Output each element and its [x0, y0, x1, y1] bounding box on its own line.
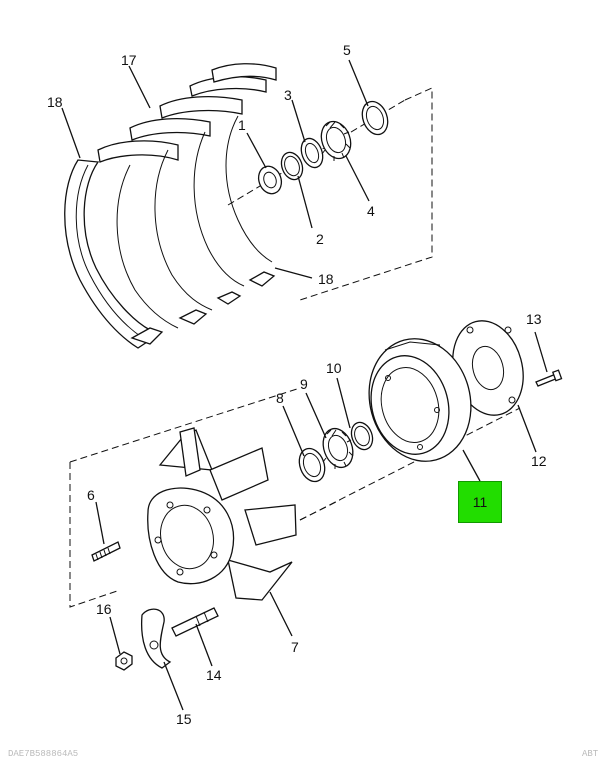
callout-11-highlight[interactable]: 11 [458, 481, 502, 523]
lower-assembly-frame [69, 387, 521, 608]
leader-lines [61, 59, 548, 711]
callout-4: 4 [367, 203, 375, 219]
part-2-ring [280, 151, 304, 181]
part-16-nut [115, 651, 133, 671]
callout-6: 6 [87, 487, 95, 503]
part-10-cup [350, 421, 374, 451]
callout-8: 8 [276, 390, 284, 406]
part-3-cup [300, 137, 324, 169]
callout-7: 7 [291, 639, 299, 655]
callout-18-upper: 18 [47, 94, 63, 110]
callout-12: 12 [531, 453, 547, 469]
callout-9: 9 [300, 376, 308, 392]
part-7-spider [147, 427, 297, 601]
part-12-flange [452, 320, 524, 416]
part-1-seal [257, 165, 283, 195]
callout-2: 2 [316, 231, 324, 247]
callout-10: 10 [326, 360, 342, 376]
callout-14: 14 [206, 667, 222, 683]
callout-15: 15 [176, 711, 192, 727]
part-5-cup [361, 100, 389, 136]
part-11-hub [368, 338, 472, 462]
brake-shoe-assembly [64, 63, 277, 349]
part-14-pin [171, 607, 219, 637]
callout-18-lower: 18 [318, 271, 334, 287]
part-4-bearing [320, 120, 352, 161]
footer-code: DAE7B588864A5 [8, 749, 79, 759]
callout-5: 5 [343, 42, 351, 58]
part-13-bolt [535, 369, 563, 387]
callout-labels: 1 2 3 4 5 6 7 8 9 10 12 13 14 15 16 17 1… [47, 42, 547, 727]
callout-1: 1 [238, 117, 246, 133]
part-9-bearing [322, 427, 354, 469]
callout-3: 3 [284, 87, 292, 103]
callout-17: 17 [121, 52, 137, 68]
part-15-lever [140, 608, 172, 669]
footer-code-right: ABT [582, 749, 599, 759]
callout-16: 16 [96, 601, 112, 617]
callout-13: 13 [526, 311, 542, 327]
upper-assembly-frame [227, 87, 433, 301]
callout-11-label: 11 [472, 494, 488, 510]
part-6-stud [91, 541, 121, 562]
